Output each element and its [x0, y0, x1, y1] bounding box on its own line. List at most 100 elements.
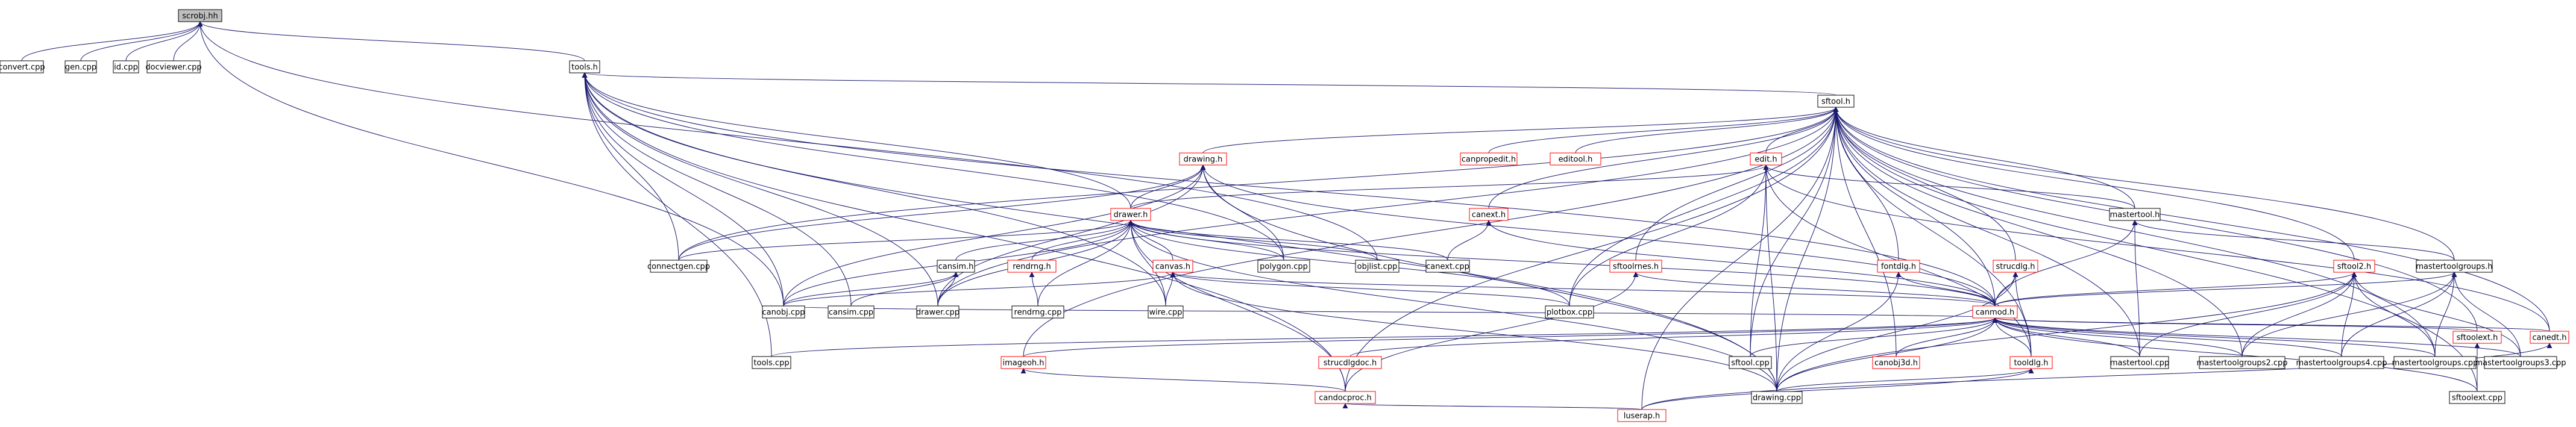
node-canmodh[interactable]: canmod.h	[1972, 305, 2018, 319]
node-congenc[interactable]: connectgen.cpp	[647, 260, 710, 273]
node-cvrt[interactable]: convert.cpp	[0, 60, 45, 73]
node-canextc[interactable]: canext.cpp	[1425, 260, 1470, 273]
node-cansimh[interactable]: cansim.h	[937, 260, 975, 273]
node-tooldlgh[interactable]: tooldlg.h	[2009, 356, 2053, 369]
edge-canexth-canmodh	[1486, 220, 1996, 307]
edge-toolsh-polyc	[582, 72, 1284, 261]
node-strucdlgh[interactable]: strucdlg.h	[1993, 260, 2038, 273]
edge-sftool2h-mtg3c	[2351, 272, 2521, 357]
edge-sftoolh-fontdlgh	[1833, 107, 1899, 261]
node-box	[0, 60, 44, 73]
edge-sftoolh-sflinesh	[1635, 107, 1839, 261]
node-sftoolc[interactable]: sftool.cpp	[1729, 356, 1772, 369]
node-mtg3c[interactable]: mastertoolgroups3.cpp	[2475, 356, 2566, 369]
node-label: tools.cpp	[753, 359, 789, 368]
edge-sftoolh-drawerc	[937, 107, 1839, 307]
node-label: mastertoolgroups2.cpp	[2196, 359, 2287, 368]
node-wirec[interactable]: wire.cpp	[1148, 305, 1184, 319]
node-canobjc[interactable]: canobj.cpp	[762, 305, 805, 319]
node-sftextc[interactable]: sftoolext.h	[2452, 331, 2502, 344]
edge-toolsh-candocpc	[582, 72, 1346, 392]
node-sftool2h[interactable]: sftool2.h	[2333, 260, 2375, 273]
edge-canexth-canextc	[1447, 220, 1492, 261]
node-imgeoh[interactable]: imageoh.h	[1001, 356, 1046, 369]
node-mtgh[interactable]: mastertoolgroups.h	[2416, 260, 2493, 273]
edge-toolsh-canmodh	[582, 72, 1996, 307]
node-canobj3d[interactable]: canobj3d.h	[1872, 356, 1920, 369]
edge-fontdlgh-canmodh	[1896, 272, 1996, 307]
edge-edith-drawingc	[1763, 164, 1777, 392]
edge-canmodh-imgeoh	[1023, 317, 1998, 357]
node-mtoolh[interactable]: mastertool.h	[2109, 208, 2161, 221]
node-box	[828, 305, 875, 319]
node-mtoolc[interactable]: mastertool.cpp	[2110, 356, 2169, 369]
node-renderc[interactable]: rendrng.cpp	[1011, 305, 1064, 319]
node-fontdlgh[interactable]: fontdlg.h	[1877, 260, 1920, 273]
node-label: scrobj.hh	[182, 12, 218, 21]
node-box	[2530, 331, 2569, 344]
edge-toolsh-wirec	[582, 72, 1166, 307]
node-toolsc[interactable]: tools.cpp	[752, 356, 791, 369]
node-strucdocc[interactable]: strucdlgdoc.h	[1318, 356, 1382, 369]
edge-sftoolh-mtg2c	[1833, 107, 2243, 357]
node-drawerh[interactable]: drawer.h	[1110, 208, 1151, 221]
node-polyc[interactable]: polygon.cpp	[1257, 260, 1310, 273]
node-canedth[interactable]: canedt.h	[2530, 331, 2569, 344]
node-cansimc[interactable]: cansim.cpp	[828, 305, 875, 319]
node-genc[interactable]: gen.cpp	[64, 60, 97, 73]
edge-sftool2h-mtgc	[2351, 272, 2436, 357]
node-mtg4c[interactable]: mastertoolgroups4.cpp	[2296, 356, 2387, 369]
node-box	[1318, 356, 1382, 369]
edge-imgeoh-candocpc	[1020, 368, 1346, 392]
node-sftoolh[interactable]: sftool.h	[1817, 95, 1855, 108]
node-plotboxc[interactable]: plotbox.cpp	[1545, 305, 1594, 319]
edge-cansimh-drawerc	[937, 272, 959, 307]
node-label: drawing.h	[1184, 155, 1223, 164]
node-drawingc[interactable]: drawing.cpp	[1751, 391, 1803, 404]
node-renderh[interactable]: rendrng.h	[1007, 260, 1057, 273]
edge-canmodh-mtg4c	[1992, 317, 2342, 357]
node-label: sftoolext.cpp	[2452, 394, 2502, 403]
node-canexth[interactable]: canext.h	[1469, 208, 1509, 221]
node-label: candocproc.h	[1319, 394, 1372, 403]
node-drawerc[interactable]: drawer.cpp	[916, 305, 960, 319]
node-label: gen.cpp	[65, 63, 96, 72]
node-box	[1355, 260, 1400, 273]
node-label: mastertoolgroups.h	[2416, 263, 2492, 272]
node-sftextcpp[interactable]: sftoolext.cpp	[2449, 391, 2505, 404]
node-label: mastertool.cpp	[2110, 359, 2169, 368]
node-toolsh[interactable]: tools.h	[569, 60, 600, 73]
node-mtg2c[interactable]: mastertoolgroups2.cpp	[2196, 356, 2288, 369]
node-sflinesh[interactable]: sftoolrnes.h	[1609, 260, 1662, 273]
node-luserah[interactable]: luserap.h	[1617, 409, 1667, 422]
node-objlc[interactable]: objlist.cpp	[1355, 260, 1400, 273]
node-idc[interactable]: id.cpp	[113, 60, 139, 73]
edge-sftool2h-canmodh	[1994, 272, 2357, 307]
node-label: mastertoolgroups3.cpp	[2475, 359, 2566, 368]
node-box	[1751, 391, 1803, 404]
node-scrobj[interactable]: scrobj.hh	[178, 9, 222, 22]
node-drawingh[interactable]: drawing.h	[1179, 152, 1227, 166]
node-edtlh[interactable]: editool.h	[1550, 152, 1601, 166]
node-label: canext.h	[1472, 211, 1506, 220]
node-mtgc[interactable]: mastertoolgroups.cpp	[2392, 356, 2478, 369]
node-box	[1011, 305, 1064, 319]
edge-sftoolh-cpropedt	[1488, 107, 1839, 154]
node-edith[interactable]: edit.h	[1750, 152, 1782, 166]
node-label: cansim.cpp	[829, 308, 873, 317]
node-label: tools.h	[571, 63, 598, 72]
node-canvash[interactable]: canvas.h	[1152, 260, 1193, 273]
edge-edith-canedth	[1763, 164, 2550, 332]
node-dview[interactable]: docviewer.cpp	[145, 60, 202, 73]
node-cpropedt[interactable]: canpropedit.h	[1460, 152, 1518, 166]
edge-toolsh-cansimc	[582, 72, 852, 307]
node-box	[64, 60, 97, 73]
node-label: tooldlg.h	[2014, 359, 2048, 368]
node-box	[752, 356, 791, 369]
edge-scrobj-toolsh	[197, 21, 585, 61]
node-candocpc[interactable]: candocproc.h	[1315, 391, 1376, 404]
node-box	[1315, 391, 1376, 404]
edge-sftoolh-edith	[1765, 107, 1839, 154]
edge-tooldlgh-drawingc	[1776, 368, 2034, 392]
node-box	[650, 260, 708, 273]
